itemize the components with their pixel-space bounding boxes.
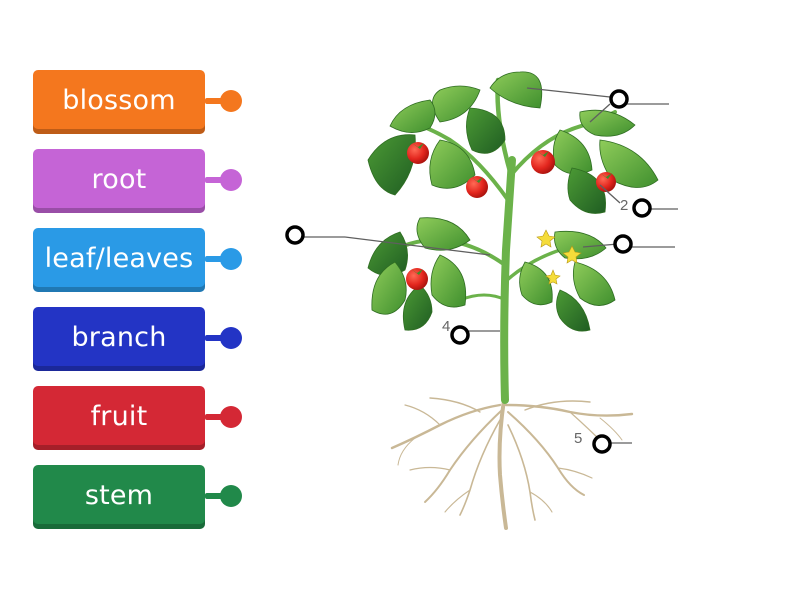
label-root-text: root — [33, 149, 205, 213]
marker-6[interactable] — [285, 225, 305, 245]
marker-2[interactable]: 2 — [620, 197, 652, 218]
label-leaf-leaves[interactable]: leaf/leaves — [33, 228, 263, 292]
label-fruit-dot[interactable] — [220, 406, 242, 428]
marker-4-number: 4 — [442, 318, 450, 335]
label-branch-text: branch — [33, 307, 205, 371]
label-blossom[interactable]: blossom — [33, 70, 263, 134]
label-leaf-leaves-text: leaf/leaves — [33, 228, 205, 292]
label-leaf-leaves-dot[interactable] — [220, 248, 242, 270]
marker-1[interactable] — [609, 89, 629, 109]
label-fruit-text: fruit — [33, 386, 205, 450]
marker-2-number: 2 — [620, 197, 628, 214]
label-blossom-dot[interactable] — [220, 90, 242, 112]
label-root[interactable]: root — [33, 149, 263, 213]
label-stem-text: stem — [33, 465, 205, 529]
plant-blossoms — [536, 229, 582, 285]
label-fruit[interactable]: fruit — [33, 386, 263, 450]
marker-3[interactable] — [613, 234, 633, 254]
label-list: blossom root leaf/leaves branch fruit st… — [0, 0, 260, 600]
label-root-dot[interactable] — [220, 169, 242, 191]
plant-illustration: 2 4 5 — [285, 71, 678, 530]
pointer-lines — [303, 87, 678, 444]
label-stem-dot[interactable] — [220, 485, 242, 507]
label-blossom-text: blossom — [33, 70, 205, 134]
label-branch[interactable]: branch — [33, 307, 263, 371]
marker-4[interactable]: 4 — [442, 318, 470, 345]
plant-roots — [390, 397, 634, 530]
label-branch-dot[interactable] — [220, 327, 242, 349]
label-stem[interactable]: stem — [33, 465, 263, 529]
plant-leaves — [367, 71, 659, 332]
plant-diagram: 2 4 5 — [270, 55, 690, 545]
plant-fruits — [406, 142, 616, 290]
marker-5[interactable]: 5 — [574, 430, 612, 454]
marker-5-number: 5 — [574, 430, 582, 447]
